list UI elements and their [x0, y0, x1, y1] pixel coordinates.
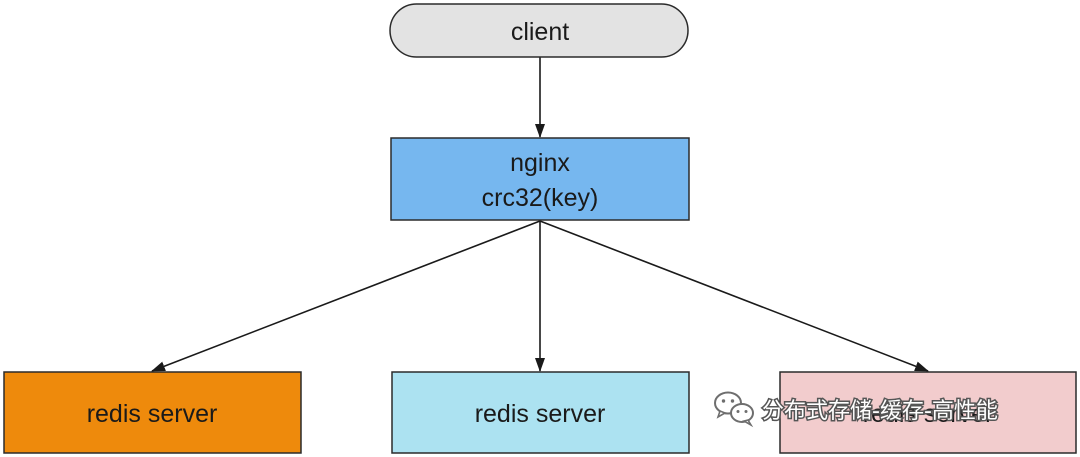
redis-server-label-left: redis server: [87, 400, 218, 428]
nginx-hash-label: crc32(key): [482, 184, 599, 212]
redis-server-node-left: [3, 371, 302, 454]
watermark: 分布式存储-缓存-高性能: [714, 391, 999, 428]
nginx-to-server-left-arrow: [151, 220, 541, 372]
watermark-text: 分布式存储-缓存-高性能: [762, 399, 998, 424]
redis-server-node-right: [779, 371, 1077, 454]
client-node: [389, 3, 689, 58]
redis-server-node-middle: [391, 371, 690, 454]
client-label: client: [511, 18, 569, 46]
nginx-node: [390, 137, 690, 221]
nginx-label: nginx: [510, 149, 570, 177]
redis-server-label-right: redis server: [863, 400, 994, 428]
nginx-to-server-right-arrow: [539, 220, 929, 372]
redis-server-label-middle: redis server: [475, 400, 606, 428]
wechat-icon: [714, 391, 754, 428]
